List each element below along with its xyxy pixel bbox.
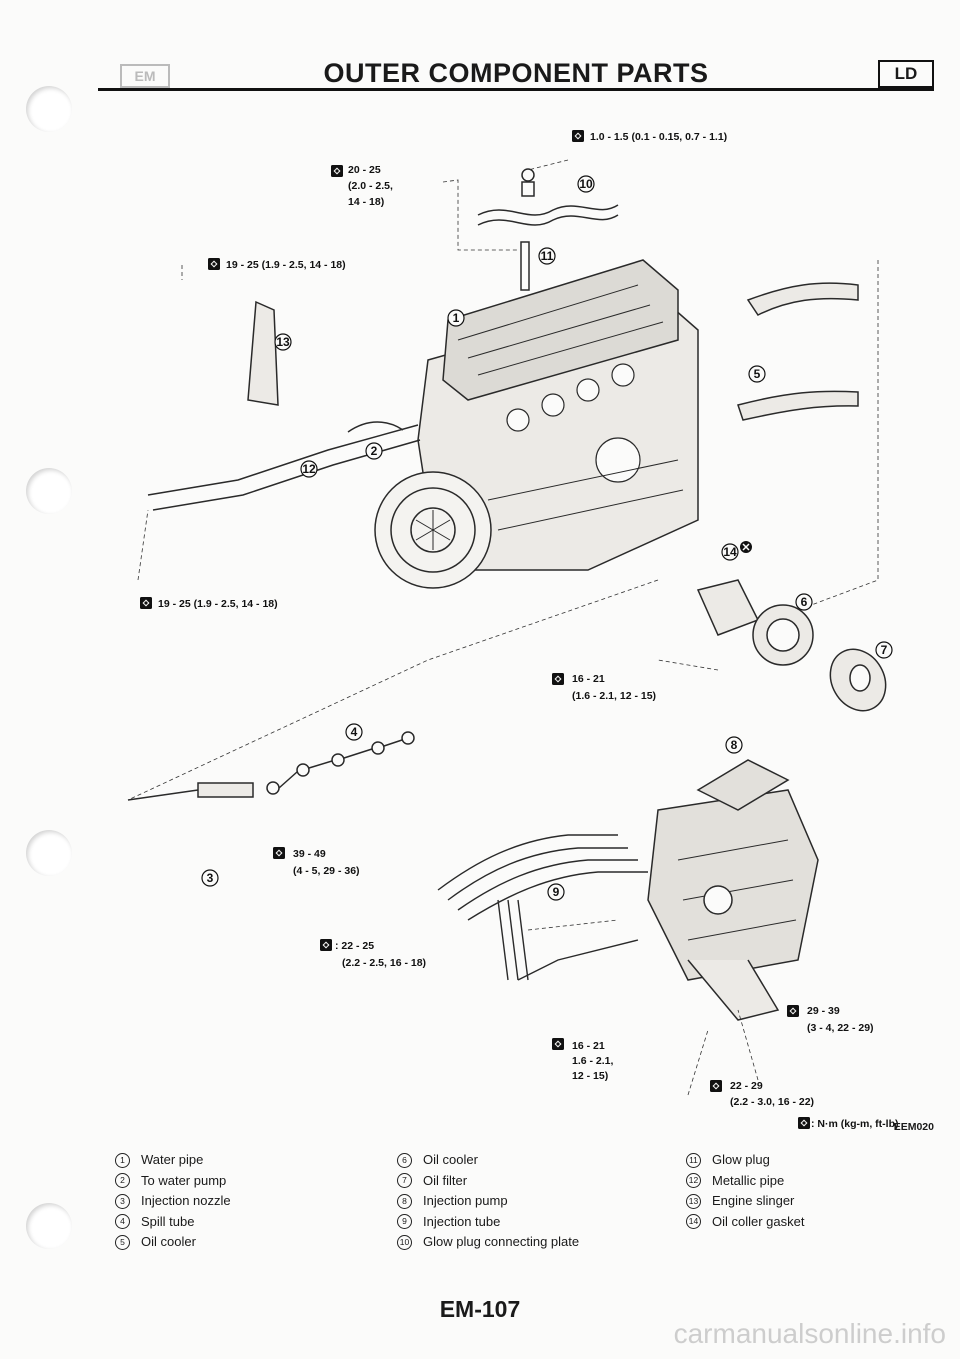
injection-pump (647, 759, 819, 1021)
oil-cooler-assembly (696, 579, 887, 712)
svg-text:(2.2 - 2.5, 16 - 18): (2.2 - 2.5, 16 - 18) (342, 957, 426, 969)
callout-13: 13 (276, 335, 290, 349)
svg-text:20 - 25: 20 - 25 (348, 164, 381, 176)
callout-2: 2 (371, 444, 378, 458)
binder-hole (26, 1203, 72, 1249)
svg-text:(4 - 5, 29 - 36): (4 - 5, 29 - 36) (293, 865, 360, 877)
watermark: carmanualsonline.info (673, 1318, 946, 1349)
svg-text:: 22 - 25: : 22 - 25 (335, 940, 374, 952)
svg-text:22 - 29: 22 - 29 (730, 1080, 763, 1092)
torque-spec-8: 29 - 39 (3 - 4, 22 - 29) (787, 1005, 874, 1034)
torque-spec-9: 16 - 21 1.6 - 2.1, 12 - 15) (552, 1038, 614, 1082)
callout-10: 10 (579, 177, 593, 191)
binder-hole (26, 468, 72, 514)
callout-7: 7 (881, 643, 888, 657)
svg-text:(1.6 - 2.1, 12 - 15): (1.6 - 2.1, 12 - 15) (572, 690, 656, 702)
engine-code-box: LD (878, 60, 934, 88)
svg-text:(2.0 - 2.5,: (2.0 - 2.5, (348, 180, 393, 192)
unit-legend: : N·m (kg-m, ft-lb) (798, 1117, 898, 1130)
svg-text:1.6 - 2.1,: 1.6 - 2.1, (572, 1055, 614, 1067)
callout-12: 12 (302, 462, 316, 476)
callout-9: 9 (553, 885, 560, 899)
callout-11: 11 (541, 249, 554, 263)
torque-spec-3: 19 - 25 (1.9 - 2.5, 14 - 18) (208, 258, 346, 271)
svg-text:12 - 15): 12 - 15) (572, 1070, 608, 1082)
torque-spec-1: 1.0 - 1.5 (0.1 - 0.15, 0.7 - 1.1) (572, 130, 727, 143)
gasket-replace-mark (740, 541, 752, 553)
callout-4: 4 (351, 725, 358, 739)
torque-spec-7: : 22 - 25 (2.2 - 2.5, 16 - 18) (320, 939, 426, 969)
torque-spec-10: 22 - 29 (2.2 - 3.0, 16 - 22) (710, 1080, 814, 1108)
svg-text:39 - 49: 39 - 49 (293, 848, 326, 860)
injection-tubes (437, 834, 648, 981)
svg-text:(2.2 - 3.0, 16 - 22): (2.2 - 3.0, 16 - 22) (730, 1096, 814, 1108)
torque-spec-4: 19 - 25 (1.9 - 2.5, 14 - 18) (140, 597, 278, 610)
svg-text:14 - 18): 14 - 18) (348, 196, 384, 208)
figure-code: EEM020 (893, 1121, 934, 1133)
glow-plug-plate (247, 168, 619, 406)
torque-spec-6: 39 - 49 (4 - 5, 29 - 36) (273, 847, 360, 877)
svg-text:19 - 25 (1.9 - 2.5, 14 - 18): 19 - 25 (1.9 - 2.5, 14 - 18) (226, 259, 346, 271)
binder-hole (26, 86, 72, 132)
binder-hole (26, 830, 72, 876)
section-box: EM (120, 64, 170, 88)
callout-5: 5 (754, 367, 761, 381)
svg-text:1.0 - 1.5 (0.1 - 0.15, 0.7 - 1: 1.0 - 1.5 (0.1 - 0.15, 0.7 - 1.1) (590, 131, 727, 143)
svg-text:(3 - 4, 22 - 29): (3 - 4, 22 - 29) (807, 1022, 874, 1034)
callout-6: 6 (801, 595, 808, 609)
callout-1: 1 (453, 311, 460, 325)
callout-14: 14 (723, 545, 737, 559)
engine-block (374, 259, 699, 589)
injection-nozzle-assembly (127, 731, 415, 801)
page-number: EM-107 (439, 1296, 521, 1322)
svg-text:29 - 39: 29 - 39 (807, 1005, 840, 1017)
callout-labels: 1 2 3 4 5 6 7 8 9 10 11 12 13 14 (207, 177, 888, 899)
callout-8: 8 (731, 738, 738, 752)
callouts (201, 175, 893, 901)
page-title: OUTER COMPONENT PARTS (323, 58, 709, 88)
callout-3: 3 (207, 871, 214, 885)
page-header: EM OUTER COMPONENT PARTS LD (98, 56, 934, 92)
svg-text:19 - 25 (1.9 - 2.5, 14 - 18): 19 - 25 (1.9 - 2.5, 14 - 18) (158, 598, 278, 610)
header-rule (98, 88, 934, 91)
svg-text:16 - 21: 16 - 21 (572, 1040, 605, 1052)
leader-lines (127, 159, 879, 1096)
svg-text:: N·m (kg-m, ft-lb): : N·m (kg-m, ft-lb) (811, 1118, 898, 1130)
torque-spec-2: 20 - 25 (2.0 - 2.5, 14 - 18) (331, 164, 393, 208)
water-pipe (147, 282, 859, 511)
svg-text:16 - 21: 16 - 21 (572, 673, 605, 685)
torque-spec-5: 16 - 21 (1.6 - 2.1, 12 - 15) (552, 673, 656, 702)
exploded-view-diagram: 1 2 3 4 5 6 7 8 9 10 11 12 13 14 1.0 - 1… (127, 130, 898, 1130)
